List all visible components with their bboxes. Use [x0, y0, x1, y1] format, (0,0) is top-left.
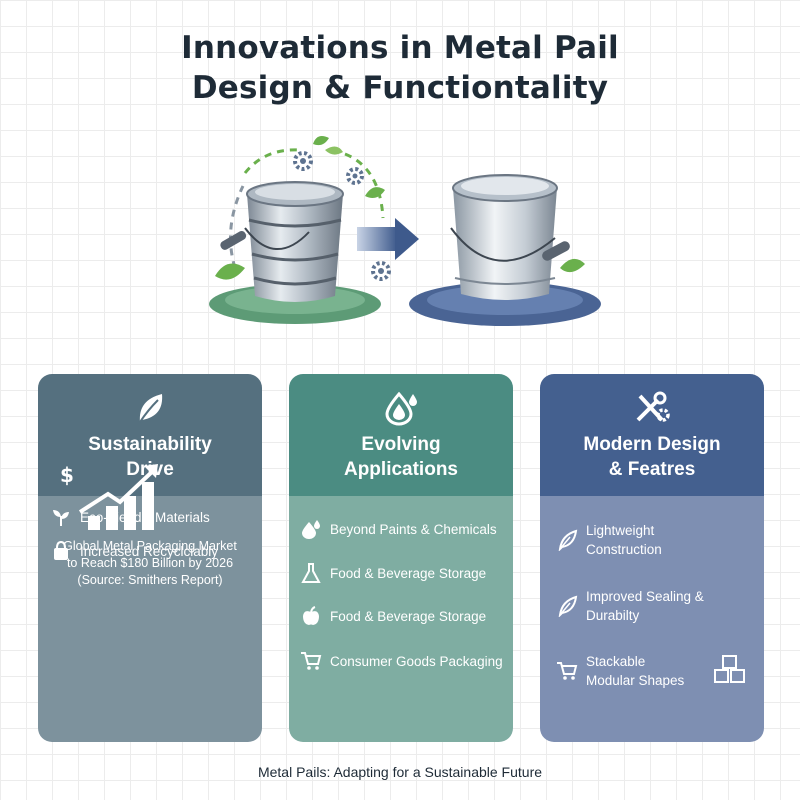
cart-icon [557, 662, 578, 680]
droplets-icon [302, 520, 320, 539]
gear-icon [346, 167, 364, 185]
flask-icon [301, 563, 321, 583]
card-sustainability: Sustainability Drive [38, 374, 262, 742]
list-item: Increased Recyclciably [50, 540, 218, 562]
page-title: Innovations in Metal Pail Design & Funct… [0, 28, 800, 108]
footer-caption: Metal Pails: Adapting for a Sustainable … [257, 764, 543, 780]
leaf-icon [215, 136, 585, 280]
tools-icon [636, 391, 670, 422]
card-title: Modern Design & Featres [583, 434, 721, 480]
recycle-bag-icon [54, 540, 68, 560]
stacked-cubes-icon [714, 655, 745, 683]
droplet-icon [385, 391, 417, 426]
growth-chart-icon: $ [60, 463, 158, 530]
svg-text:$: $ [60, 463, 74, 487]
pail-image [220, 181, 344, 302]
apple-icon [303, 606, 319, 625]
sprout-icon [53, 510, 69, 526]
list-item: Food & Beverage Storage [300, 562, 486, 584]
market-stat: Global Metal Packaging Market to Reach $… [63, 539, 237, 587]
arrow-icon [357, 218, 419, 260]
list-item: Improved Sealing & Durabilty [556, 587, 704, 625]
list-item: Food & Beverage Storage [300, 605, 486, 627]
hero-illustration [209, 136, 601, 326]
pail-image [450, 174, 570, 300]
list-item: Stackable Modular Shapes [556, 652, 684, 690]
cycle-path [229, 148, 385, 269]
card-applications: Evolving Applications [289, 374, 513, 742]
title-line-2: Design & Functiontality [191, 70, 609, 106]
card-header: Modern Design & Featres [540, 374, 764, 496]
card-body [289, 496, 513, 742]
card-body [38, 496, 262, 742]
card-modern-design: Modern Design & Featres [540, 374, 764, 742]
feather-icon [558, 529, 578, 551]
feather-icon [558, 595, 578, 617]
title-line-1: Innovations in Metal Pail [181, 30, 619, 66]
list-item: Beyond Paints & Chemicals [300, 518, 497, 540]
card-header: Evolving Applications [289, 374, 513, 496]
gear-icon [293, 151, 313, 171]
card-title: Evolving Applications [343, 434, 458, 480]
leaf-icon [139, 394, 163, 423]
list-item: Consumer Goods Packaging [300, 650, 503, 672]
gear-icon [371, 261, 391, 281]
list-item: Lightweight Construction [556, 521, 662, 559]
cart-icon [301, 652, 322, 670]
card-body [540, 496, 764, 742]
